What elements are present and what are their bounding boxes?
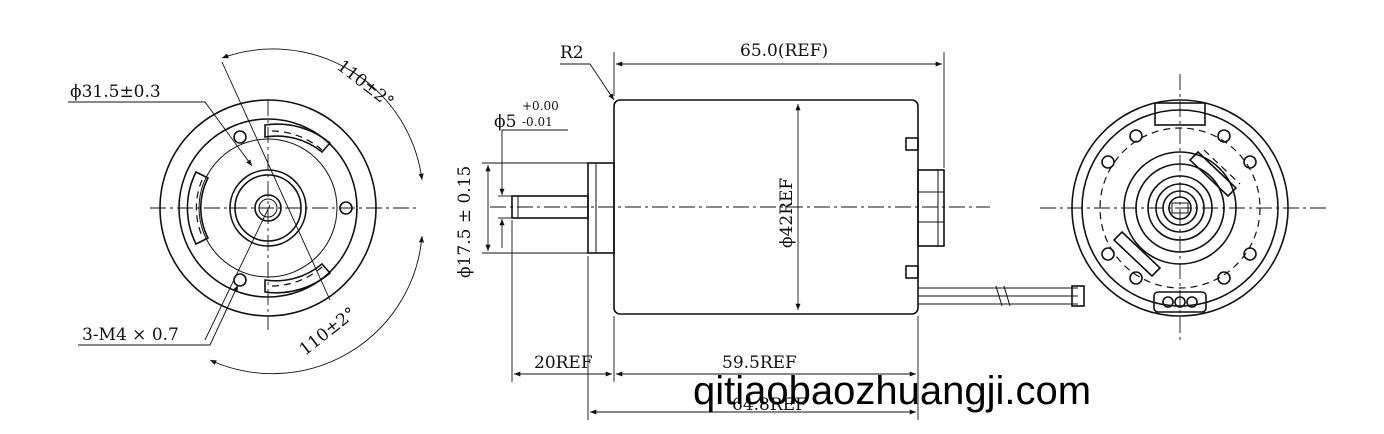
shaft-dia-label: ϕ5 — [494, 112, 516, 132]
boss-dia-label: ϕ17.5 ± 0.15 — [455, 166, 475, 278]
watermark-text: qitiaobaozhuangji.com — [693, 369, 1091, 413]
side-view: 65.0(REF) R2 ϕ5 +0.00 -0.01 ϕ17.5 ± 0.15… — [455, 41, 1085, 420]
shaft-tol-lower-label: -0.01 — [522, 115, 553, 129]
body-length-label: 59.5REF — [722, 353, 797, 373]
shaft-length-label: 20REF — [534, 353, 593, 373]
front-bore-dia-label: ϕ31.5±0.3 — [70, 82, 161, 102]
front-view: ϕ31.5±0.3 110±2° 110±2° 3-M4 × 0.7 — [68, 48, 424, 375]
shaft-tol-upper-label: +0.00 — [522, 99, 559, 113]
total-length-label: 65.0(REF) — [740, 41, 828, 61]
corner-radius-label: R2 — [560, 43, 584, 63]
overall-length-label: 64.8REF — [732, 395, 807, 415]
angle-top-label: 110±2° — [333, 56, 397, 112]
body-dia-label: ϕ42REF — [777, 178, 797, 248]
screw-holes-label: 3-M4 × 0.7 — [82, 325, 179, 345]
rear-view — [1040, 74, 1328, 344]
